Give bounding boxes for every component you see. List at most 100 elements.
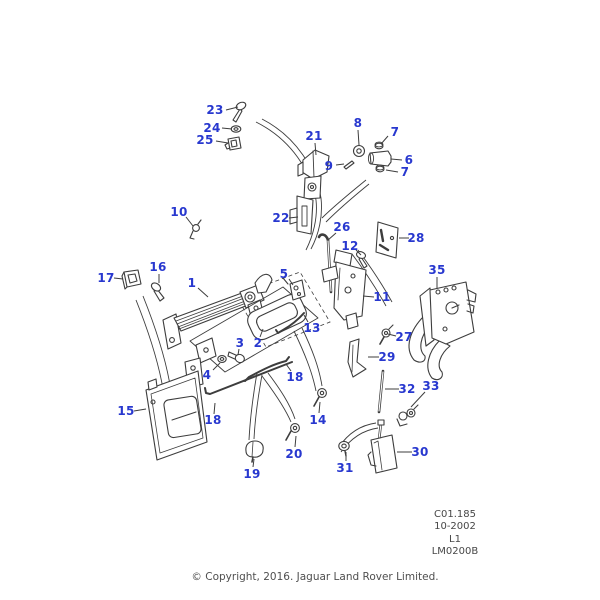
part-13-rod <box>276 313 304 333</box>
callout-label-10: 10 <box>170 205 187 219</box>
callout-leader-7 <box>380 135 389 145</box>
callout-label-18: 18 <box>286 370 303 384</box>
part-3-bolt <box>228 352 246 364</box>
callout-leader-13 <box>303 314 309 323</box>
callout-leader-26 <box>327 232 337 241</box>
part-26-rod <box>319 235 331 292</box>
callout-leader-5 <box>288 278 294 286</box>
callout-label-27: 27 <box>395 330 412 344</box>
callout-label-2: 2 <box>254 336 263 350</box>
callout-leader-15 <box>133 408 147 412</box>
callout-leader-25 <box>215 140 229 144</box>
callout-label-6: 6 <box>405 153 414 167</box>
callout-label-18: 18 <box>204 413 221 427</box>
callout-label-23: 23 <box>206 103 223 117</box>
callout-label-25: 25 <box>196 133 213 147</box>
part-20-clip <box>286 424 299 440</box>
part-23-screw <box>233 101 247 122</box>
part-18-rod-upper <box>245 357 289 381</box>
part-27-clip <box>380 325 393 344</box>
callout-label-26: 26 <box>333 220 350 234</box>
part-22-bracket <box>290 196 313 234</box>
part-16-screw <box>150 281 164 301</box>
part-9-pin <box>344 161 354 169</box>
part-29-bracket <box>348 339 366 377</box>
part-15-interior-handle <box>146 358 207 460</box>
callout-leader-10 <box>185 216 194 227</box>
figure-info-block: C01.185 10-2002 L1 LM0200B <box>405 509 505 559</box>
callout-leader-22 <box>288 216 299 219</box>
callout-leader-33 <box>410 391 426 408</box>
part-8-grommet <box>354 146 365 157</box>
part-35-latch-assembly <box>409 282 476 380</box>
figure-date: 10-2002 <box>434 521 476 533</box>
callout-leader-24 <box>221 127 233 130</box>
callout-leader-12 <box>355 249 362 256</box>
part-32-rod <box>379 371 383 412</box>
part-10-clip <box>190 220 201 239</box>
figure-drawing-code: LM0200B <box>431 546 479 558</box>
callout-label-8: 8 <box>354 116 363 130</box>
callout-leader-2 <box>259 328 264 338</box>
callout-leader-23 <box>225 106 239 111</box>
copyright-text: © Copyright, 2016. Jaguar Land Rover Lim… <box>191 571 439 583</box>
callout-label-28: 28 <box>407 231 424 245</box>
callout-label-30: 30 <box>411 445 428 459</box>
callout-label-1: 1 <box>188 276 197 290</box>
callout-leader-6 <box>390 158 403 161</box>
part-24-washer <box>231 126 241 132</box>
part-18-rod-lower <box>205 362 292 394</box>
figure-model-code: L1 <box>449 533 461 545</box>
callout-leader-9 <box>335 163 345 166</box>
callout-label-13: 13 <box>303 321 320 335</box>
callout-label-29: 29 <box>378 350 395 364</box>
callout-leader-11 <box>362 295 375 298</box>
callout-leader-17 <box>113 277 124 280</box>
callout-leader-8 <box>357 129 360 146</box>
callout-label-33: 33 <box>422 379 439 393</box>
callout-leader-20 <box>294 435 297 448</box>
figure-number: C01.185 <box>434 509 476 520</box>
part-25-clip <box>225 137 241 150</box>
part-21-lock-bracket <box>298 150 329 199</box>
callout-label-7: 7 <box>401 165 410 179</box>
part-33-latch <box>397 405 418 426</box>
callout-label-24: 24 <box>203 121 220 135</box>
callout-label-14: 14 <box>309 413 326 427</box>
callout-leader-3 <box>237 348 240 356</box>
part-14-clip <box>314 389 326 406</box>
part-7-nut-upper <box>375 142 383 149</box>
callout-label-5: 5 <box>280 267 289 281</box>
construction-lines <box>236 272 330 347</box>
callout-label-35: 35 <box>428 263 445 277</box>
part-19-knob <box>246 441 263 462</box>
part-17-grommet <box>122 270 141 289</box>
callout-label-4: 4 <box>203 368 212 382</box>
part-2-gasket <box>190 287 318 372</box>
part-7-nut-lower <box>376 165 384 172</box>
callout-label-22: 22 <box>272 211 289 225</box>
callout-leader-27 <box>387 333 397 337</box>
part-1-exterior-handle <box>163 274 272 349</box>
callout-label-9: 9 <box>325 159 334 173</box>
callout-leader-1 <box>197 287 209 298</box>
callout-leader-4 <box>212 362 221 371</box>
part-4-washer <box>218 356 226 363</box>
part-31-grommet <box>339 441 349 456</box>
callout-label-17: 17 <box>97 271 114 285</box>
callout-leader-7 <box>385 169 399 173</box>
part-30-lock-actuator <box>368 420 397 473</box>
part-28-striker-plate <box>376 222 398 258</box>
callout-leader-18 <box>285 363 292 372</box>
callout-label-12: 12 <box>341 239 358 253</box>
callout-label-16: 16 <box>149 260 166 274</box>
part-11-latch-bracket <box>322 250 366 329</box>
part-5-bracket <box>283 278 305 300</box>
callout-leader-14 <box>318 401 321 414</box>
sketch-curves <box>136 119 392 452</box>
callout-label-3: 3 <box>236 336 245 350</box>
callout-leader-19 <box>252 458 255 468</box>
callout-label-20: 20 <box>285 447 302 461</box>
